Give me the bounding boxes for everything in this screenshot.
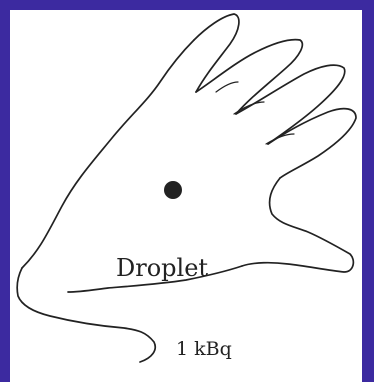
middle-finger-outline	[196, 40, 302, 114]
hand-sketch	[10, 10, 362, 382]
illustration-panel: Droplet 1 kBq	[10, 10, 362, 382]
index-finger-outline	[194, 14, 239, 92]
hand-outline-left	[22, 40, 194, 268]
little-finger-outline	[268, 109, 356, 178]
thumb-outline	[242, 178, 353, 272]
droplet-label: Droplet	[116, 254, 208, 282]
droplet-marker	[164, 181, 182, 199]
activity-label: 1 kBq	[176, 338, 232, 360]
wrist-outline	[17, 268, 155, 362]
